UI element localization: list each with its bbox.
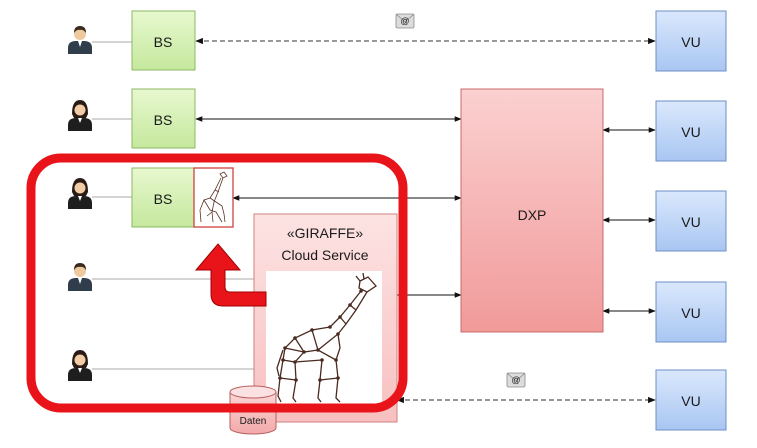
dxp-box: DXP	[460, 88, 604, 333]
giraffe-large-icon	[276, 272, 377, 403]
vu-box: VU	[655, 190, 727, 252]
male-user-icon	[68, 263, 92, 291]
database-label: Daten	[240, 416, 267, 427]
bs-label: BS	[154, 191, 173, 207]
vu-label: VU	[681, 305, 700, 321]
vu-box: VU	[655, 100, 727, 162]
email-at-symbol: @	[400, 16, 409, 26]
bs-label: BS	[154, 34, 173, 50]
database-cylinder: Daten	[229, 385, 277, 435]
vu-label: VU	[681, 214, 700, 230]
female-user-icon	[68, 178, 92, 209]
vu-label: VU	[681, 34, 700, 50]
vu-box: VU	[655, 10, 727, 72]
bs-label: BS	[154, 112, 173, 128]
giraffe-small-icon	[199, 171, 228, 223]
female-user-icon	[68, 350, 92, 381]
bs-box: BS	[131, 88, 196, 149]
vu-label: VU	[681, 393, 700, 409]
cloud-service-box: «GIRAFFE» Cloud Service	[253, 213, 398, 423]
bs-box: BS	[131, 167, 196, 228]
email-icon: @	[395, 13, 415, 29]
vu-box: VU	[655, 369, 727, 431]
vu-label: VU	[681, 124, 700, 140]
bs-box: BS	[131, 10, 196, 71]
vu-box: VU	[655, 281, 727, 343]
cloud-service-subtitle: Cloud Service	[281, 247, 368, 263]
dxp-label: DXP	[518, 207, 547, 223]
highlight-frame	[26, 153, 408, 413]
email-icon: @	[506, 372, 526, 388]
male-user-icon	[68, 26, 92, 54]
email-at-symbol: @	[511, 375, 520, 385]
red-return-arrow	[194, 243, 267, 307]
giraffe-plugin-box	[193, 167, 234, 228]
female-user-icon	[68, 100, 92, 131]
cloud-service-title: «GIRAFFE»	[287, 225, 363, 241]
